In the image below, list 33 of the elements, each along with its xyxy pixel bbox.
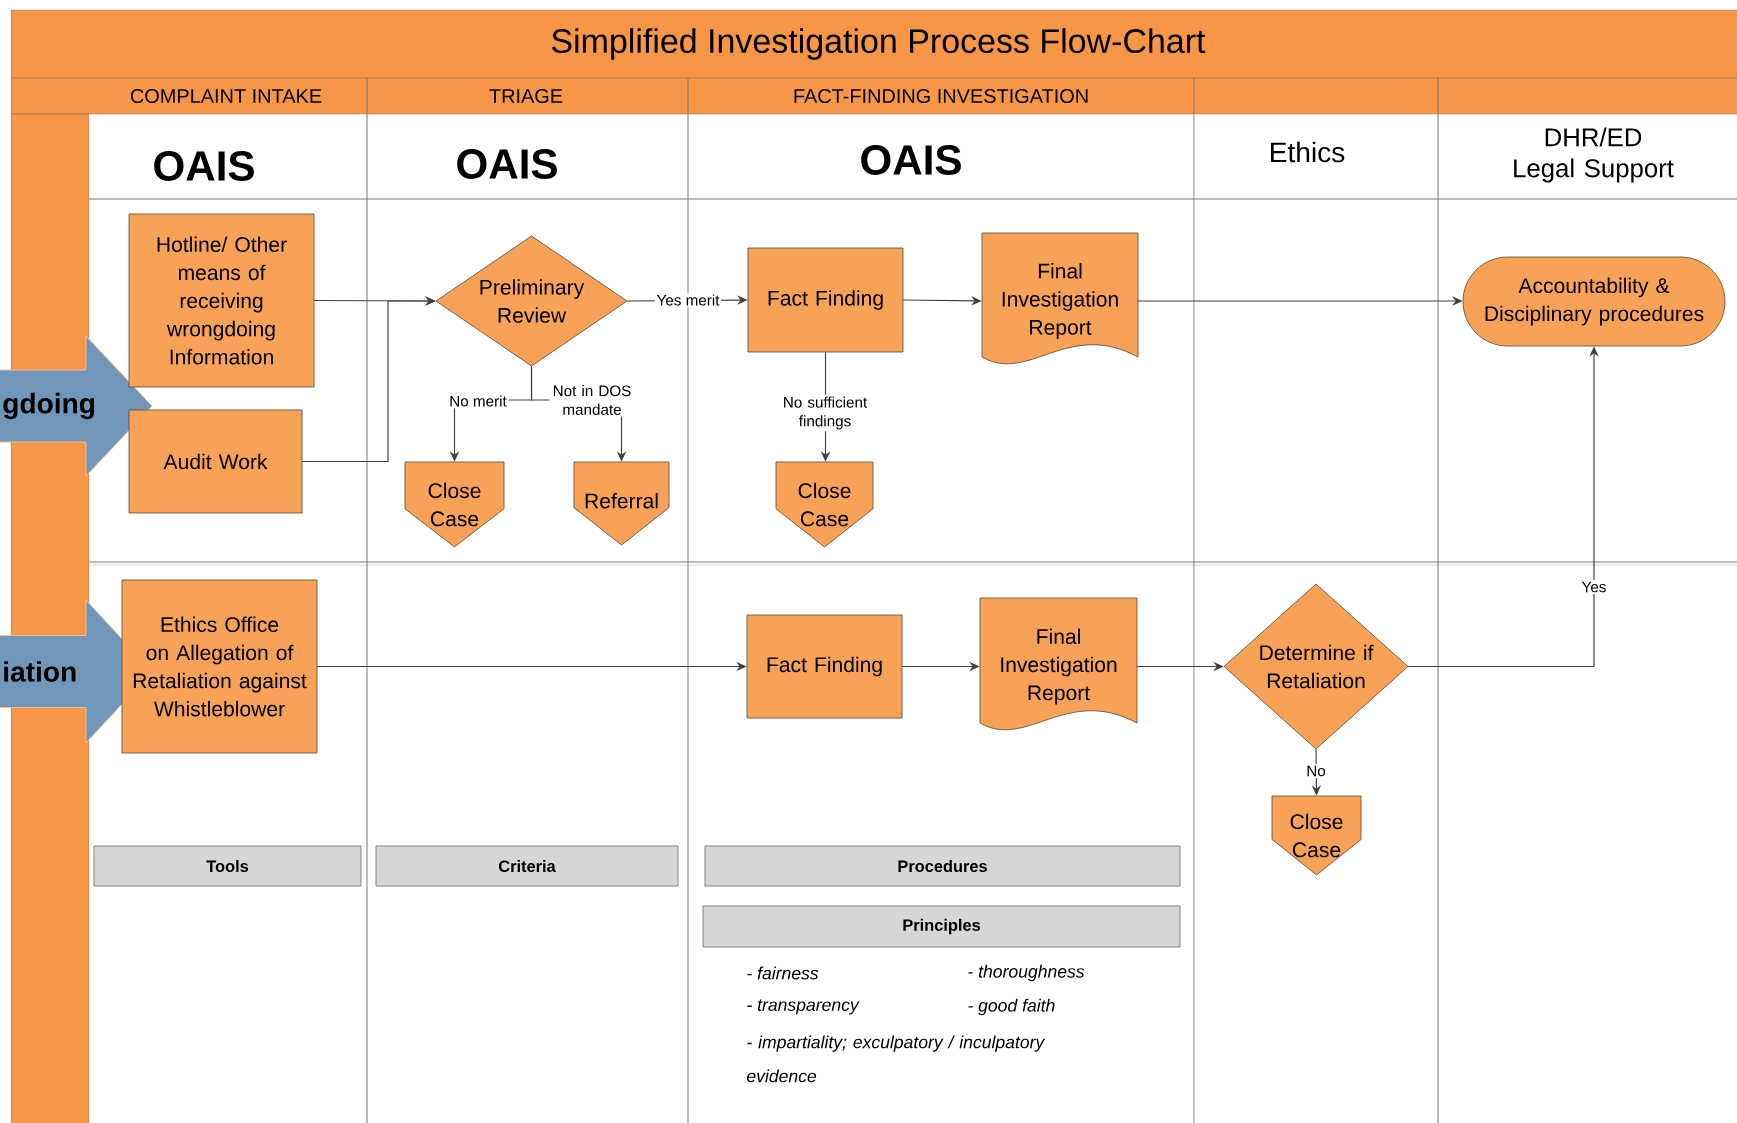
process-box: Ethics Office on Allegation of Retaliation against Whistleblower [121,579,318,754]
edge-label: Yes merit [654,292,722,308]
bullet-item: - fairness [747,966,819,980]
category-bar: Tools [93,845,362,887]
column-header: COMPLAINT INTAKE [130,88,322,104]
bullet-item: - good faith [968,998,1055,1016]
category-bar: Procedures [704,845,1181,887]
edge-label: No merit [447,393,509,409]
process-box: Fact Finding [747,247,904,353]
terminal-box: Accountability & Disciplinary procedures [1462,256,1726,347]
process-box: Hotline/ Other means of receiving wrongdoing Information [128,213,315,388]
lane-header: OAIS [861,145,961,175]
edge-label: No sufficient findings [776,394,874,432]
off-page-pentagon: Close Case [775,461,874,548]
edge-label: Not in DOS mandate [549,383,635,417]
off-page-pentagon: Close Case [404,461,505,548]
off-page-pentagon: Referral [573,461,670,546]
lane-header: OAIS [457,149,557,179]
bullet-item: - impartiality; exculpatory / inculpatory evidence [747,1035,1046,1083]
process-box: Fact Finding [746,614,903,719]
bullet-item: - thoroughness [968,964,1085,982]
lane-header: DHR/ED Legal Support [1514,127,1674,183]
bullet-item: - transparency [747,999,860,1015]
edge-label: No [1304,763,1328,779]
title-band: Simplified Investigation Process Flow-Chart [10,9,1737,79]
column-header: FACT-FINDING INVESTIGATION [794,88,1088,104]
process-box: Audit Work [128,409,303,514]
off-page-pentagon: Close Case [1271,795,1362,876]
category-bar: Criteria [375,845,679,887]
edge-label: Yes [1579,579,1609,595]
category-bar: Principles [702,905,1181,948]
column-header: TRIAGE [489,88,563,104]
lane-header: Ethics [1271,141,1345,163]
